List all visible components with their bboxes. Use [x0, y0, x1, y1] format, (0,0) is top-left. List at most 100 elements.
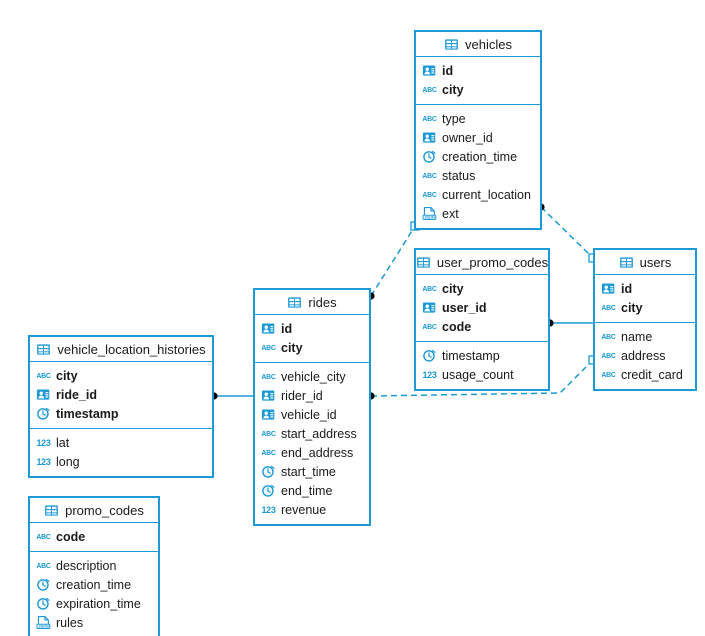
abc-string-icon: ABC [261, 445, 276, 460]
abc-string-icon: ABC [422, 82, 437, 97]
entity-header[interactable]: vehicles [416, 32, 540, 57]
svg-text:ABC: ABC [422, 192, 436, 199]
field-row[interactable]: id [595, 279, 695, 298]
entity-name: vehicles [465, 36, 512, 52]
field-row[interactable]: end_time [255, 481, 369, 500]
field-name: type [442, 111, 466, 126]
field-name: expiration_time [56, 596, 141, 611]
field-name: id [442, 63, 454, 78]
clock-icon [261, 464, 276, 479]
abc-string-icon: ABC [422, 281, 437, 296]
table-grid-icon [36, 342, 51, 357]
123-number-icon: 123 [36, 456, 51, 467]
field-name: usage_count [442, 367, 514, 382]
relationship-user-promo-codes-to-users[interactable] [546, 319, 593, 327]
abc-string-icon: ABC [422, 168, 437, 183]
clock-icon [36, 406, 51, 421]
entity-header[interactable]: vehicle_location_histories [30, 337, 212, 362]
entity-header[interactable]: promo_codes [30, 498, 158, 523]
id-card-icon [422, 63, 437, 78]
clock-icon [422, 348, 437, 363]
svg-text:ABC: ABC [36, 534, 50, 541]
field-name: current_location [442, 187, 531, 202]
entity-header[interactable]: rides [255, 290, 369, 315]
entity-name: user_promo_codes [436, 254, 549, 270]
svg-text:JSON: JSON [424, 215, 435, 220]
relationship-vehicle-location-histories-to-rides[interactable] [210, 392, 253, 400]
123-number-icon: 123 [36, 437, 51, 448]
field-name: creation_time [56, 577, 132, 592]
id-card-icon [36, 387, 51, 402]
entity-name: users [639, 254, 672, 270]
field-row[interactable]: id [416, 61, 540, 80]
field-row[interactable]: timestamp [30, 404, 212, 423]
field-row[interactable]: creation_time [30, 575, 158, 594]
field-name: start_time [281, 464, 336, 479]
entity-name: promo_codes [65, 502, 144, 518]
clock-icon [36, 596, 51, 611]
relationship-rides-to-vehicles[interactable] [367, 221, 420, 300]
field-row[interactable]: creation_time [416, 147, 540, 166]
field-row[interactable]: vehicle_id [255, 405, 369, 424]
field-row[interactable]: rider_id [255, 386, 369, 405]
field-row[interactable]: timestamp [416, 346, 548, 365]
abc-string-icon: ABC [601, 329, 616, 344]
field-name: timestamp [442, 348, 500, 363]
id-card-icon [601, 281, 616, 296]
field-row[interactable]: start_time [255, 462, 369, 481]
svg-text:ABC: ABC [422, 173, 436, 180]
field-name: vehicle_id [281, 407, 337, 422]
field-name: id [621, 281, 633, 296]
field-name: ride_id [56, 387, 97, 402]
field-name: user_id [442, 300, 487, 315]
field-row[interactable]: expiration_time [30, 594, 158, 613]
entity-header[interactable]: user_promo_codes [416, 250, 548, 275]
table-grid-icon [416, 255, 431, 270]
field-row[interactable]: id [255, 319, 369, 338]
field-row[interactable]: ride_id [30, 385, 212, 404]
entity-header[interactable]: users [595, 250, 695, 275]
svg-text:ABC: ABC [601, 305, 615, 312]
field-row[interactable]: ABC current_location [416, 185, 540, 204]
svg-text:ABC: ABC [36, 563, 50, 570]
clock-icon [422, 149, 437, 164]
field-row[interactable]: owner_id [416, 128, 540, 147]
clock-icon [261, 483, 276, 498]
field-name: owner_id [442, 130, 493, 145]
svg-text:ABC: ABC [601, 372, 615, 379]
field-row[interactable]: user_id [416, 298, 548, 317]
